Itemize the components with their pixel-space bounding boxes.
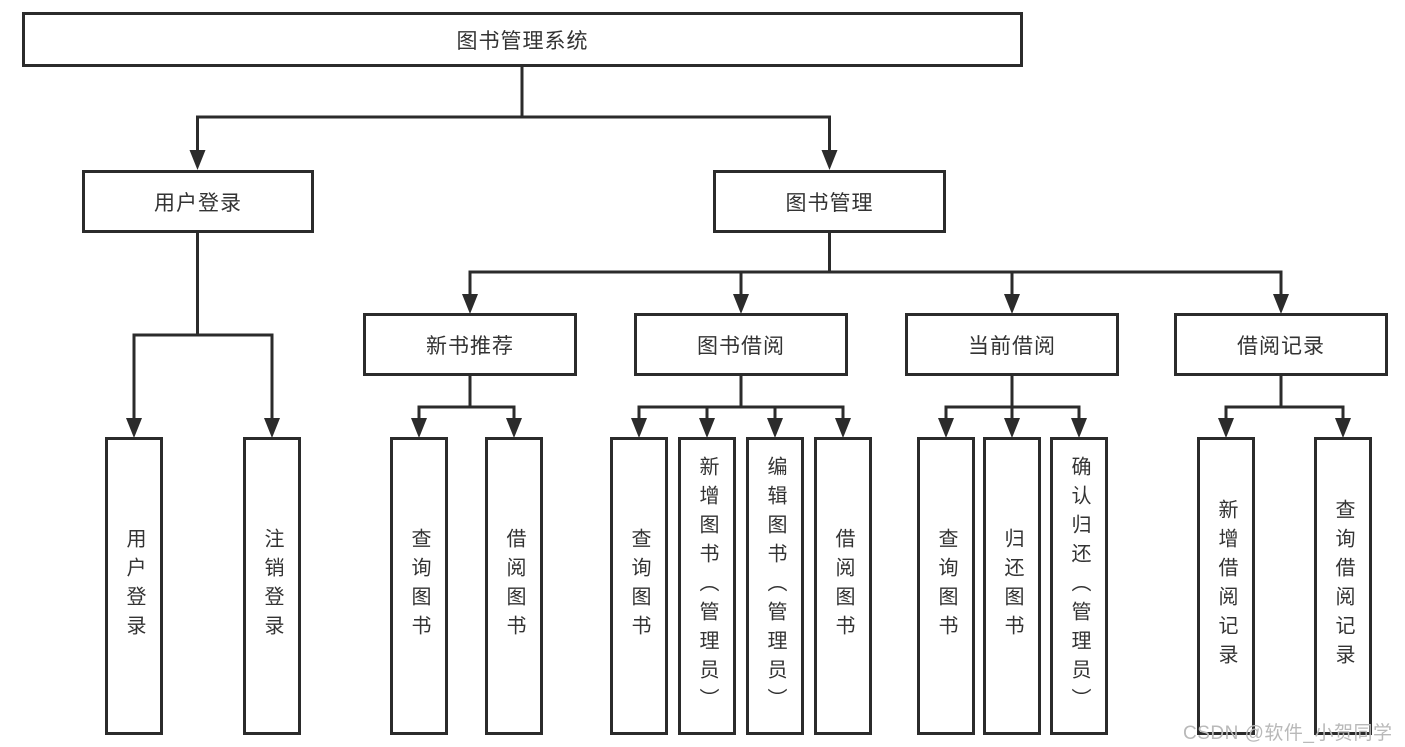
node-borrow-records: 借阅记录 — [1174, 313, 1388, 376]
leaf-query-books-1: 查询图书 — [390, 437, 448, 735]
leaf-borrow-books-2: 借阅图书 — [814, 437, 872, 735]
leaf-query-books-2-label: 查询图书 — [628, 528, 650, 644]
node-new-book-recommend: 新书推荐 — [363, 313, 577, 376]
leaf-borrow-books-1: 借阅图书 — [485, 437, 543, 735]
leaf-add-borrow-record: 新增借阅记录 — [1197, 437, 1255, 735]
node-book-borrow: 图书借阅 — [634, 313, 848, 376]
leaf-logout-login: 注销登录 — [243, 437, 301, 735]
node-user-login: 用户登录 — [82, 170, 314, 233]
leaf-add-books-admin: 新增图书（管理员） — [678, 437, 736, 735]
leaf-return-books-label: 归还图书 — [1001, 528, 1023, 644]
leaf-add-borrow-record-label: 新增借阅记录 — [1215, 499, 1237, 673]
leaf-query-borrow-record: 查询借阅记录 — [1314, 437, 1372, 735]
leaf-user-login: 用户登录 — [105, 437, 163, 735]
leaf-query-borrow-record-label: 查询借阅记录 — [1332, 499, 1354, 673]
leaf-borrow-books-2-label: 借阅图书 — [832, 528, 854, 644]
leaf-borrow-books-1-label: 借阅图书 — [503, 528, 525, 644]
leaf-logout-login-label: 注销登录 — [261, 528, 283, 644]
leaf-query-books-3: 查询图书 — [917, 437, 975, 735]
node-root: 图书管理系统 — [22, 12, 1023, 67]
node-book-management: 图书管理 — [713, 170, 946, 233]
leaf-confirm-return-admin: 确认归还（管理员） — [1050, 437, 1108, 735]
leaf-edit-books-admin: 编辑图书（管理员） — [746, 437, 804, 735]
leaf-query-books-3-label: 查询图书 — [935, 528, 957, 644]
leaf-query-books-1-label: 查询图书 — [408, 528, 430, 644]
leaf-user-login-label: 用户登录 — [123, 528, 145, 644]
leaf-query-books-2: 查询图书 — [610, 437, 668, 735]
leaf-edit-books-admin-label: 编辑图书（管理员） — [764, 455, 786, 717]
leaf-add-books-admin-label: 新增图书（管理员） — [696, 455, 718, 717]
watermark: CSDN @软件_小贺同学 — [1183, 723, 1393, 744]
leaf-confirm-return-admin-label: 确认归还（管理员） — [1068, 455, 1090, 717]
leaf-return-books: 归还图书 — [983, 437, 1041, 735]
node-current-borrow: 当前借阅 — [905, 313, 1119, 376]
